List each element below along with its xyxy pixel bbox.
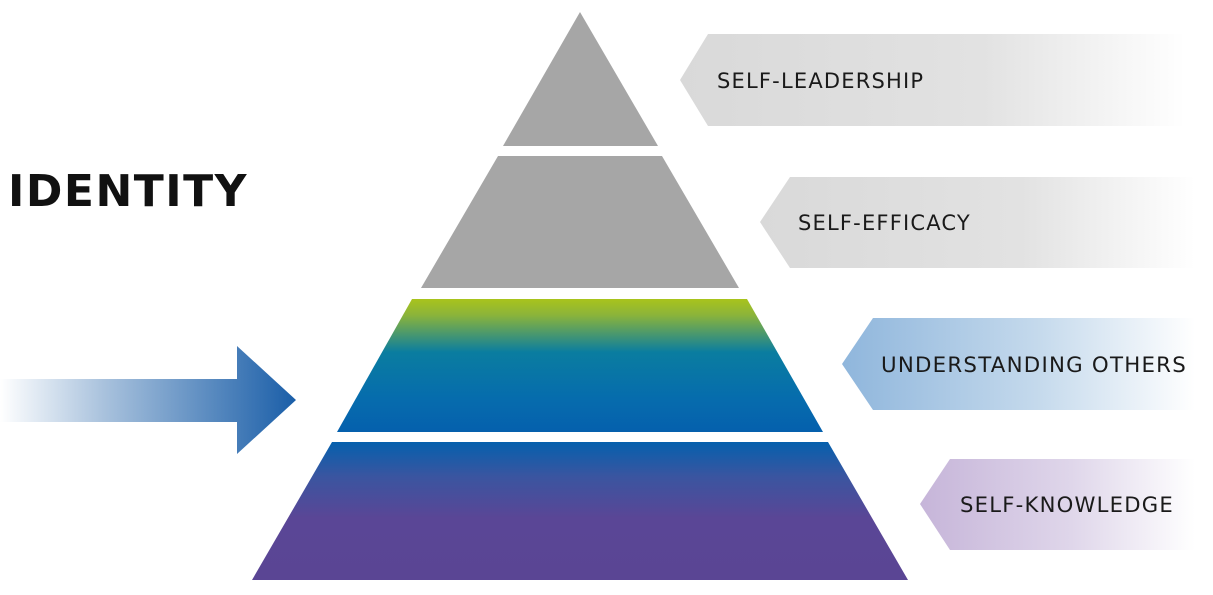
label-tab-understanding-others: UNDERSTANDING OTHERS <box>842 318 1195 410</box>
label-tab-self-efficacy: SELF-EFFICACY <box>760 177 1195 268</box>
label-tab-self-knowledge: SELF-KNOWLEDGE <box>920 459 1195 550</box>
label-tab-self-leadership: SELF-LEADERSHIP <box>680 34 1185 126</box>
arrow-right-icon <box>0 346 296 454</box>
pyramid-level-understanding-others <box>337 299 823 432</box>
pyramid-level-self-efficacy <box>421 156 739 288</box>
label-self-efficacy: SELF-EFFICACY <box>798 211 971 235</box>
identity-title: IDENTITY <box>8 166 249 217</box>
pyramid-level-self-leadership <box>503 12 658 146</box>
label-understanding-others: UNDERSTANDING OTHERS <box>881 353 1187 377</box>
pyramid-level-self-knowledge <box>252 442 908 580</box>
label-self-knowledge: SELF-KNOWLEDGE <box>960 493 1174 517</box>
label-self-leadership: SELF-LEADERSHIP <box>717 69 924 93</box>
